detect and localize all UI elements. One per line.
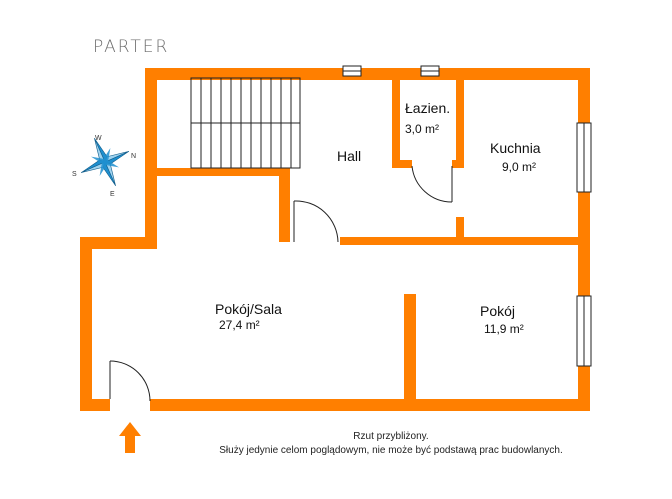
room-area-lazienka: 3,0 m²	[405, 122, 440, 136]
plan-title: PARTER	[93, 37, 170, 57]
compass-rose-icon	[81, 138, 129, 186]
windows	[342, 65, 592, 367]
doors	[109, 165, 453, 402]
window-top-1	[342, 65, 362, 77]
door-hall[interactable]	[293, 200, 339, 243]
wall-bottom-right	[150, 399, 590, 411]
compass-n: N	[131, 153, 136, 160]
room-name-pokoj: Pokój	[480, 303, 516, 319]
door-entrance[interactable]	[109, 360, 151, 402]
disclaimer-line-1: Rzut przybliżony.	[353, 431, 429, 442]
wall-bath-left	[392, 75, 400, 167]
wall-right-3	[578, 366, 590, 411]
room-area-kuchnia: 9,0 m²	[502, 160, 537, 174]
window-kitchen	[576, 122, 592, 193]
compass-s: S	[72, 171, 77, 178]
wall-stairs-bottom	[145, 168, 290, 176]
wall-top-upper	[145, 68, 590, 80]
wall-hall-left	[279, 168, 290, 242]
room-name-hall: Hall	[337, 148, 362, 164]
wall-bath-bottom-left	[392, 160, 412, 168]
entrance-arrow-icon	[119, 422, 141, 453]
disclaimer-line-2: Służy jedynie celom poglądowym, nie może…	[219, 445, 563, 456]
wall-bath-kitchen	[456, 75, 464, 167]
room-name-kuchnia: Kuchnia	[490, 140, 541, 156]
wall-partition	[404, 294, 416, 404]
wall-left-lower	[80, 237, 92, 411]
room-name-lazienka: Łazien.	[405, 100, 451, 116]
room-name-pokoj-sala: Pokój/Sala	[215, 301, 282, 317]
walls	[80, 68, 590, 411]
compass-e: E	[110, 191, 115, 198]
wall-left-upper	[145, 68, 157, 248]
door-bathroom[interactable]	[411, 165, 453, 203]
compass-labels: W N S E	[72, 135, 136, 198]
wall-top-lower-left	[80, 237, 157, 249]
room-area-pokoj: 11,9 m²	[484, 322, 524, 336]
wall-hall-bottom	[340, 237, 590, 245]
room-area-pokoj-sala: 27,4 m²	[219, 318, 260, 332]
wall-right-1	[578, 68, 590, 123]
stairs	[190, 77, 301, 169]
wall-kitchen-stub	[456, 217, 464, 245]
compass-w: W	[95, 135, 102, 142]
wall-bottom-left	[80, 399, 110, 411]
window-top-2	[420, 65, 440, 77]
window-room	[576, 295, 592, 367]
